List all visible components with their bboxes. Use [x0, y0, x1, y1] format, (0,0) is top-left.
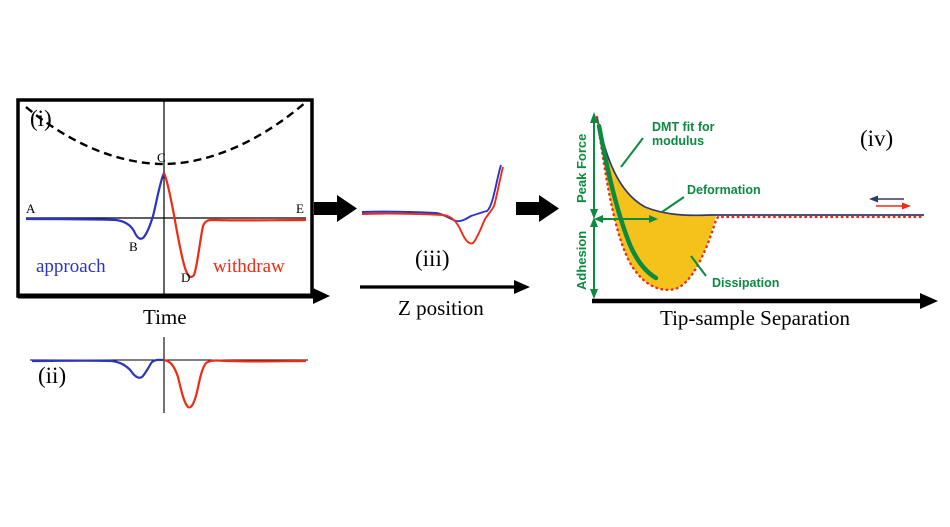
adhesion-arrowhead-up [590, 217, 598, 227]
point-d-label: D [181, 270, 191, 285]
panel-iii-label: (iii) [415, 246, 450, 271]
point-e-label: E [296, 201, 304, 216]
separation-axis-arrowhead [920, 293, 938, 309]
deformation-arrowhead-left [594, 215, 603, 223]
dmt-fit-annotation: DMT fit for modulus [652, 120, 715, 149]
panel-iv-label: (iv) [860, 126, 894, 151]
deformation-arrowhead-right [649, 215, 658, 223]
panel-i-label: (i) [30, 106, 52, 131]
panel-ii-approach-curve [31, 358, 165, 379]
panel-i-approach-curve [25, 172, 166, 240]
panel-iii-approach-curve [361, 164, 502, 223]
deformation-annotation-tick [661, 196, 685, 213]
adhesion-arrowhead-down [590, 289, 598, 299]
point-a-label: A [26, 201, 36, 216]
flow-arrow-2-body [516, 202, 539, 215]
withdraw-label: withdraw [213, 256, 285, 277]
z-position-axis-label: Z position [398, 296, 484, 320]
deformation-annotation: Deformation [687, 183, 761, 197]
flow-arrow-2-head [539, 195, 559, 222]
dissipation-fill-region [597, 117, 716, 290]
adhesion-axis-label: Adhesion [574, 230, 589, 290]
approach-direction-arrowhead-left [869, 195, 878, 203]
separation-axis-label: Tip-sample Separation [660, 306, 850, 330]
z-position-axis-arrowhead [514, 280, 530, 294]
dissipation-annotation: Dissipation [712, 276, 780, 290]
point-c-label: C [157, 150, 166, 165]
time-axis-label: Time [143, 305, 187, 329]
approach-label: approach [36, 256, 106, 277]
panel-iv-withdraw-curve-dotted [595, 115, 926, 292]
peak-force-axis-label: Peak Force [574, 133, 589, 203]
withdraw-direction-arrowhead-right [902, 202, 911, 210]
panel-iii-withdraw-curve [361, 166, 504, 245]
flow-arrow-1-head [337, 195, 357, 222]
time-axis-arrowhead [313, 288, 330, 304]
peak-force-arrowhead-up [590, 112, 598, 123]
panel-i-withdraw-curve [162, 172, 307, 279]
panel-ii-withdraw-curve [163, 358, 307, 409]
dmt-annotation-tick [620, 137, 644, 168]
point-b-label: B [129, 239, 138, 254]
panel-ii-label: (ii) [38, 363, 67, 388]
dissipation-annotation-tick [690, 255, 707, 277]
dmt-fit-curve [596, 123, 659, 281]
z-drive-dashed-curve [25, 101, 307, 166]
flow-arrow-1-body [314, 202, 337, 215]
peak-force-arrowhead-down [590, 209, 598, 219]
